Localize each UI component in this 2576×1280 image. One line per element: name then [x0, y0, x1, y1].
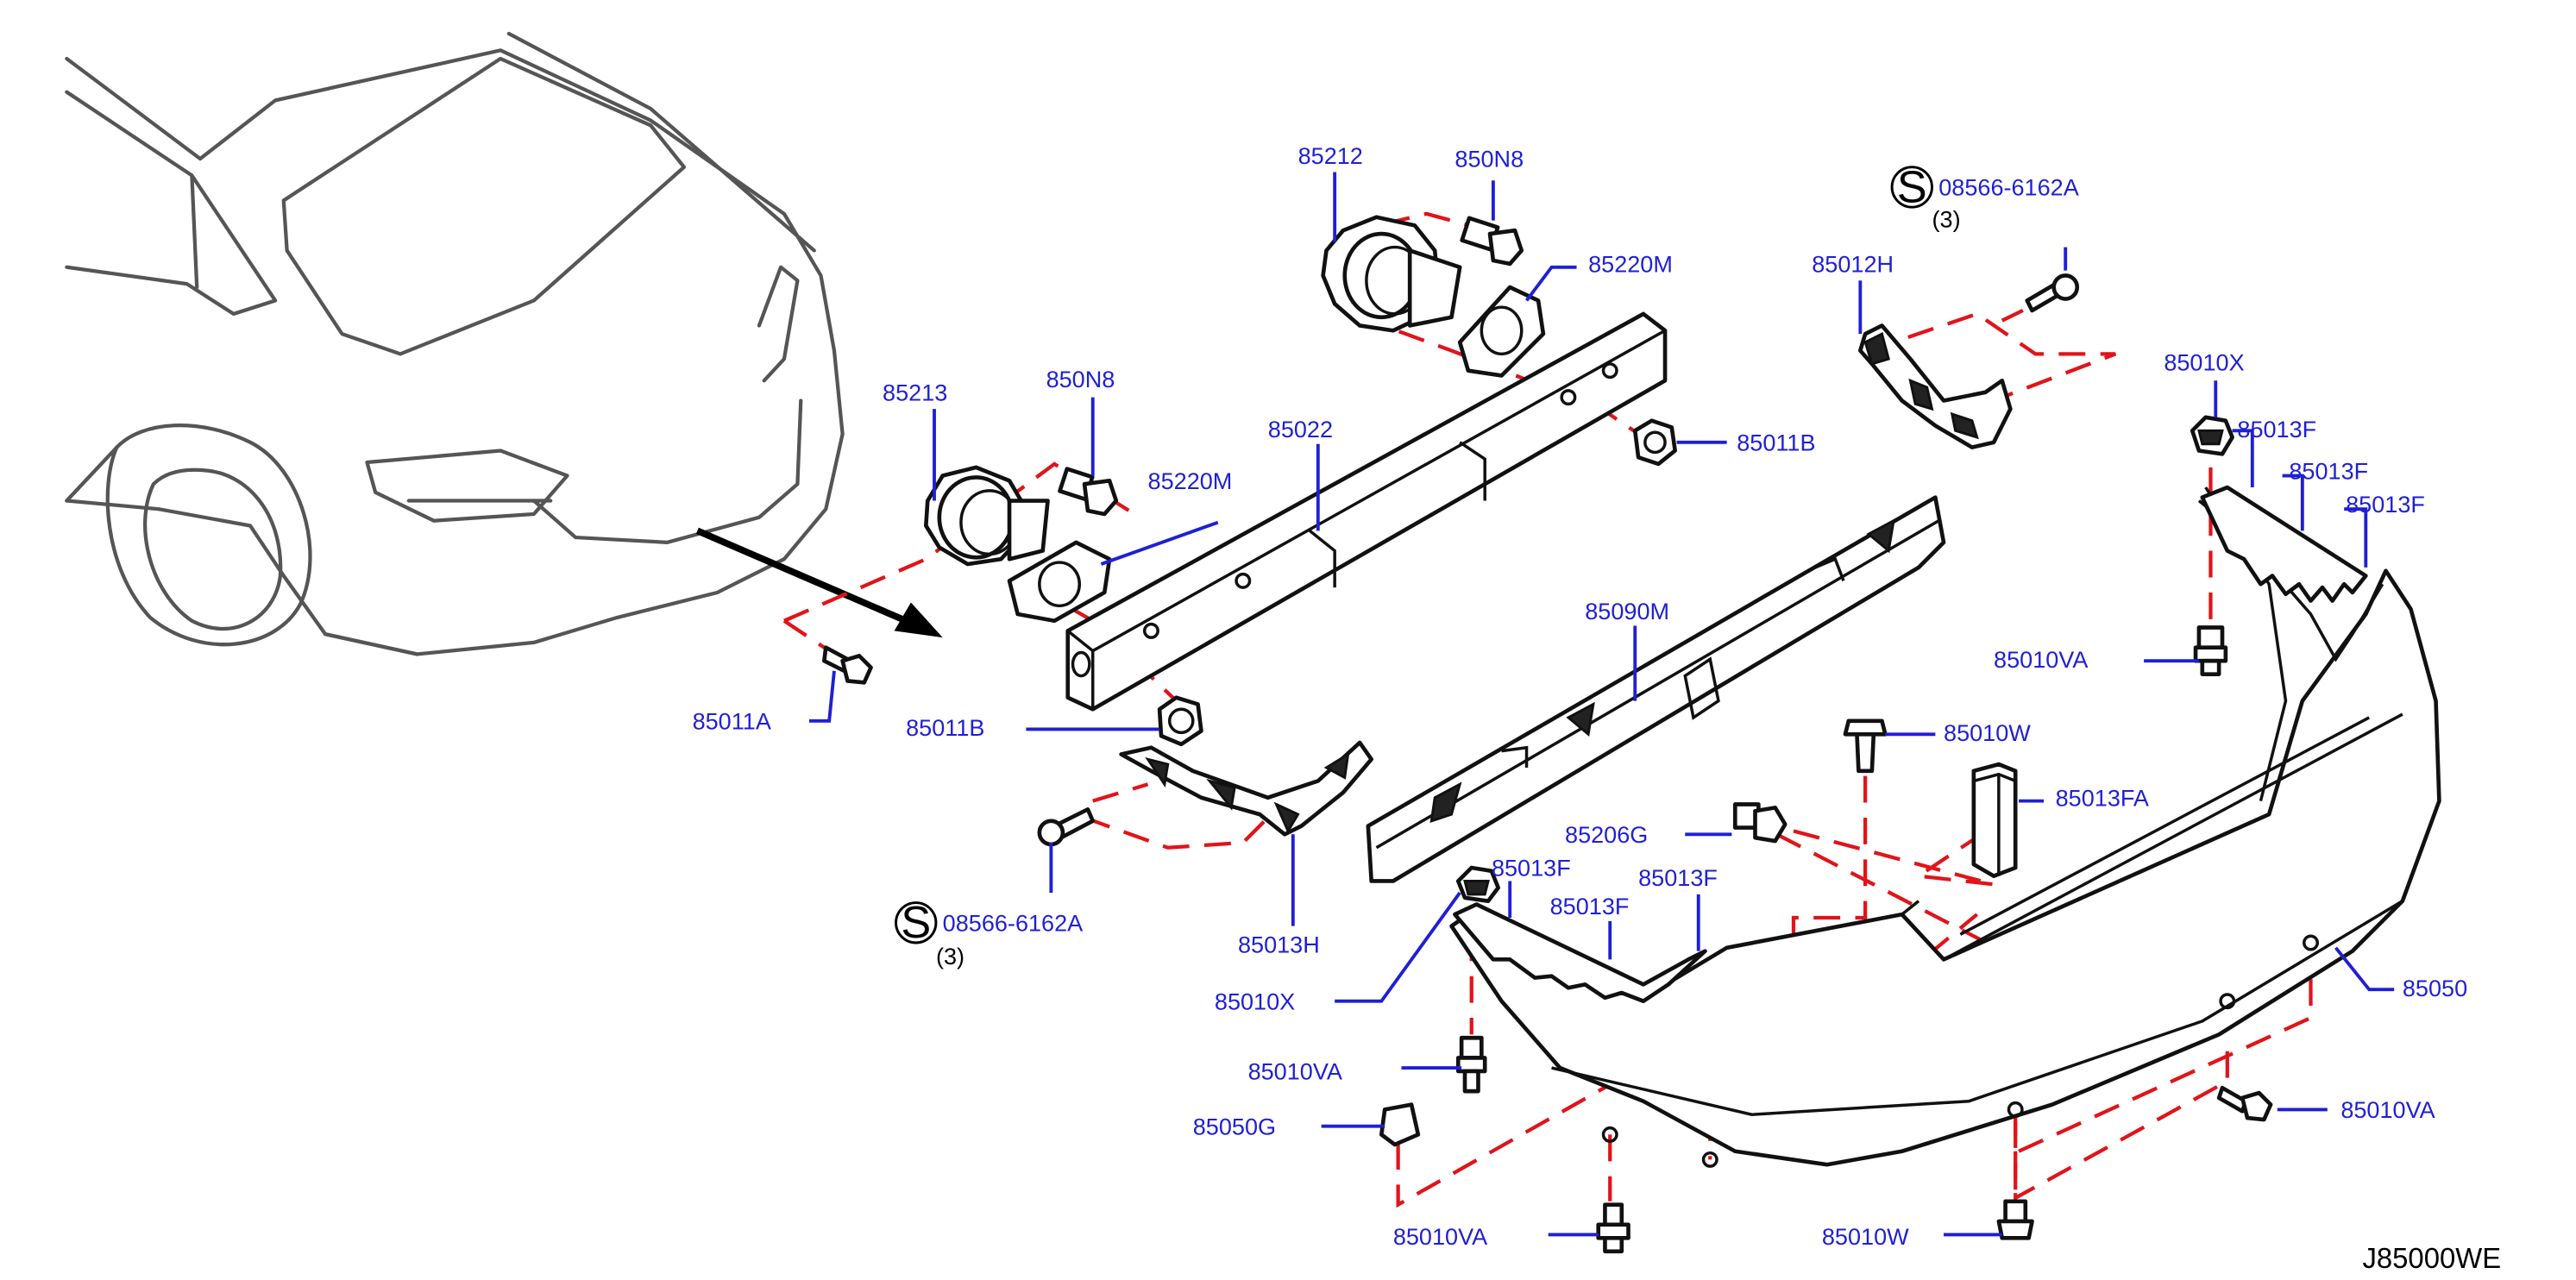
label-08566-bottom-qty: (3): [936, 943, 964, 969]
label-850n8-left: 850N8: [1046, 366, 1115, 392]
label-85050: 85050: [2403, 975, 2467, 1001]
label-85212: 85212: [1298, 142, 1363, 169]
label-85010x-left: 85010X: [1215, 988, 1295, 1014]
fastener-85010va-right-top: [2193, 625, 2228, 676]
label-85213: 85213: [883, 379, 947, 405]
label-85010w-bottom: 85010W: [1822, 1223, 1909, 1250]
label-85010va-left: 85010VA: [1248, 1058, 1342, 1085]
part-85013fa-block: [1971, 762, 2018, 878]
label-85010va-bottom: 85010VA: [1393, 1223, 1487, 1250]
part-85213-housing: [924, 465, 1050, 567]
part-85220m-top-gasket: [1457, 285, 1546, 378]
label-85013f-mid-3: 85013F: [1550, 893, 1630, 919]
fastener-85010va-bottom: [1596, 1202, 1630, 1254]
label-85013f-mid-2: 85013F: [1638, 864, 1718, 891]
label-85013f-right-3: 85013F: [2346, 491, 2425, 518]
label-85011b-left: 85011B: [906, 714, 984, 741]
part-85022-reinforcement: [1065, 311, 1668, 712]
part-85013h-bracket: [1119, 740, 1374, 837]
part-85212-housing: [1321, 215, 1462, 333]
part-85013f-right-retainer: [2200, 485, 2368, 603]
fastener-85010va-right-bottom: [2216, 1085, 2273, 1122]
label-08566-top-qty: (3): [1932, 205, 1961, 232]
diagram-id: J85000WE: [2362, 1242, 2501, 1274]
label-85013fa: 85013FA: [2056, 784, 2149, 811]
label-85013f-mid-1: 85013F: [1492, 855, 1571, 882]
fastener-08566-bottom: [1037, 806, 1096, 847]
s-symbol-bottom: [895, 901, 938, 944]
label-85010w-top: 85010W: [1944, 719, 2031, 746]
label-85010x-right: 85010X: [2164, 349, 2244, 376]
label-85206g: 85206G: [1565, 821, 1648, 848]
label-85010va-right-bottom: 85010VA: [2340, 1096, 2435, 1123]
clip-85010x-left: [1455, 865, 1500, 903]
clip-85010w-bottom: [1996, 1199, 2034, 1240]
part-85013f-middle-retainer: [1453, 902, 1707, 1004]
vehicle-outline: [65, 31, 845, 656]
clip-85010w-top: [1843, 718, 1888, 774]
part-85012h-bracket: [1858, 323, 2013, 449]
part-85090m-absorber: [1366, 495, 1946, 883]
label-85013f-right-1: 85013F: [2237, 416, 2316, 442]
clip-85050g: [1379, 1102, 1421, 1147]
label-85220m-top: 85220M: [1588, 251, 1673, 278]
label-85090m: 85090M: [1585, 598, 1669, 624]
fastener-85010va-left: [1455, 1035, 1487, 1094]
label-85220m-left: 85220M: [1148, 467, 1233, 494]
label-85010va-right-top: 85010VA: [1994, 646, 2088, 673]
label-850n8-top: 850N8: [1454, 146, 1524, 173]
fastener-85011b-left: [1157, 695, 1203, 747]
label-08566-6162a-top: 08566-6162A: [1938, 174, 2079, 201]
standard-part-symbols: S S: [895, 162, 1933, 948]
fastener-85011a: [822, 645, 873, 685]
leader-lines: [808, 172, 2395, 1237]
fastener-850n8-top: [1460, 216, 1524, 267]
label-85012h: 85012H: [1812, 251, 1894, 278]
fastener-85011b-right: [1632, 418, 1677, 467]
fastener-850n8-left: [1058, 467, 1119, 517]
direction-arrow: [695, 527, 943, 638]
label-85022: 85022: [1268, 416, 1333, 442]
part-labels: 85212 850N8 85220M 08566-6162A (3) 85012…: [693, 142, 2502, 1274]
part-85220m-left-gasket: [1007, 540, 1112, 624]
label-85050g: 85050G: [1193, 1113, 1276, 1139]
label-85011a: 85011A: [693, 707, 771, 734]
label-08566-6162a-bottom: 08566-6162A: [943, 909, 1084, 936]
s-symbol-bottom-text: S: [901, 898, 931, 948]
s-symbol-top-text: S: [1897, 162, 1927, 212]
clip-85010x-right: [2190, 415, 2234, 456]
label-85013h: 85013H: [1238, 932, 1320, 958]
s-symbol-top: [1890, 166, 1933, 209]
fasteners: [822, 216, 2319, 1254]
fastener-85206g: [1732, 802, 1787, 844]
label-85013f-right-2: 85013F: [2289, 457, 2368, 484]
label-85011b-right: 85011B: [1737, 429, 1815, 455]
fastener-08566-top: [2025, 273, 2080, 313]
